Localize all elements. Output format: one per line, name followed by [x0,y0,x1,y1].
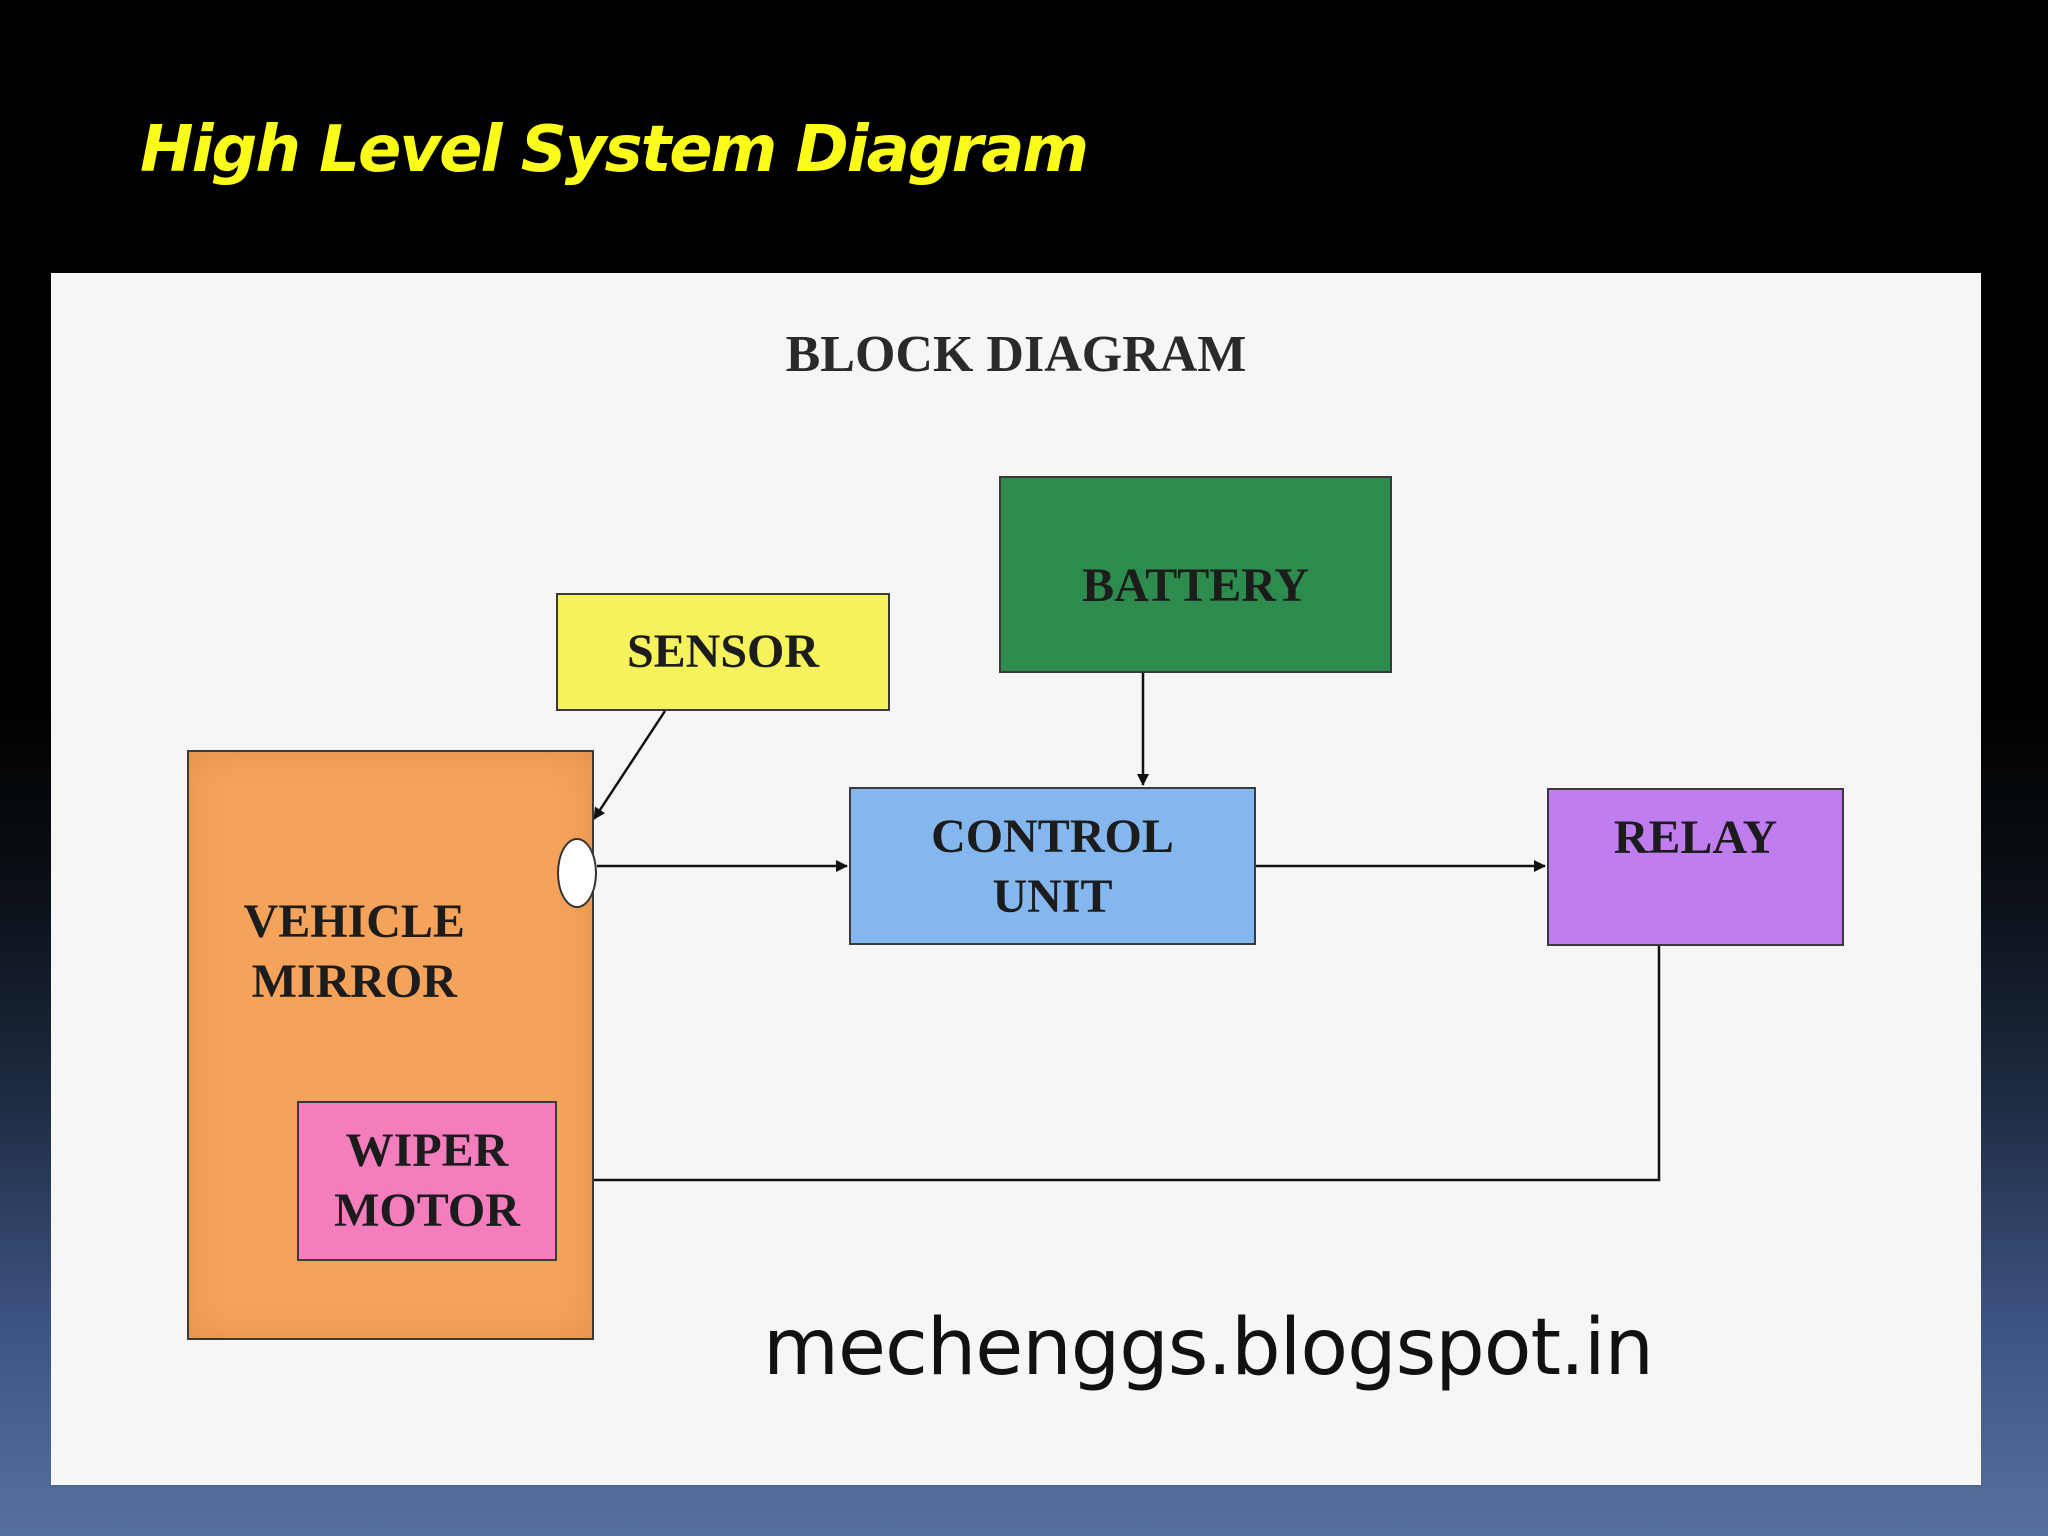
control-unit-label: CONTROL UNIT [931,810,1174,923]
arrow-relay-to-wiper-motor [558,946,1661,1186]
wiper-motor-block: WIPER MOTOR [297,1101,557,1261]
control-unit-block: CONTROL UNIT [849,787,1256,945]
vehicle-mirror-block: VEHICLE MIRROR [187,750,594,1340]
vehicle-mirror-label: VEHICLE MIRROR [243,895,465,1008]
sensor-block: SENSOR [556,593,890,711]
relay-block: RELAY [1547,788,1844,946]
relay-label: RELAY [1613,811,1778,864]
arrow-sensor-to-mirror [592,710,667,820]
slide-title: High Level System Diagram [140,113,1089,187]
diagram-panel: BLOCK DIAGRAM SENSOR BATTERY VEHICLE MIR… [51,273,1981,1485]
block-diagram-title: BLOCK DIAGRAM [785,326,1247,383]
battery-block: BATTERY [999,476,1392,673]
sensor-label: SENSOR [626,625,820,678]
wiper-motor-label: WIPER MOTOR [334,1124,520,1237]
watermark-text: mechenggs.blogspot.in [763,1303,1654,1393]
connector-layer [558,673,1661,1186]
mirror-sensor-lens [557,838,597,908]
battery-label: BATTERY [1082,559,1309,612]
